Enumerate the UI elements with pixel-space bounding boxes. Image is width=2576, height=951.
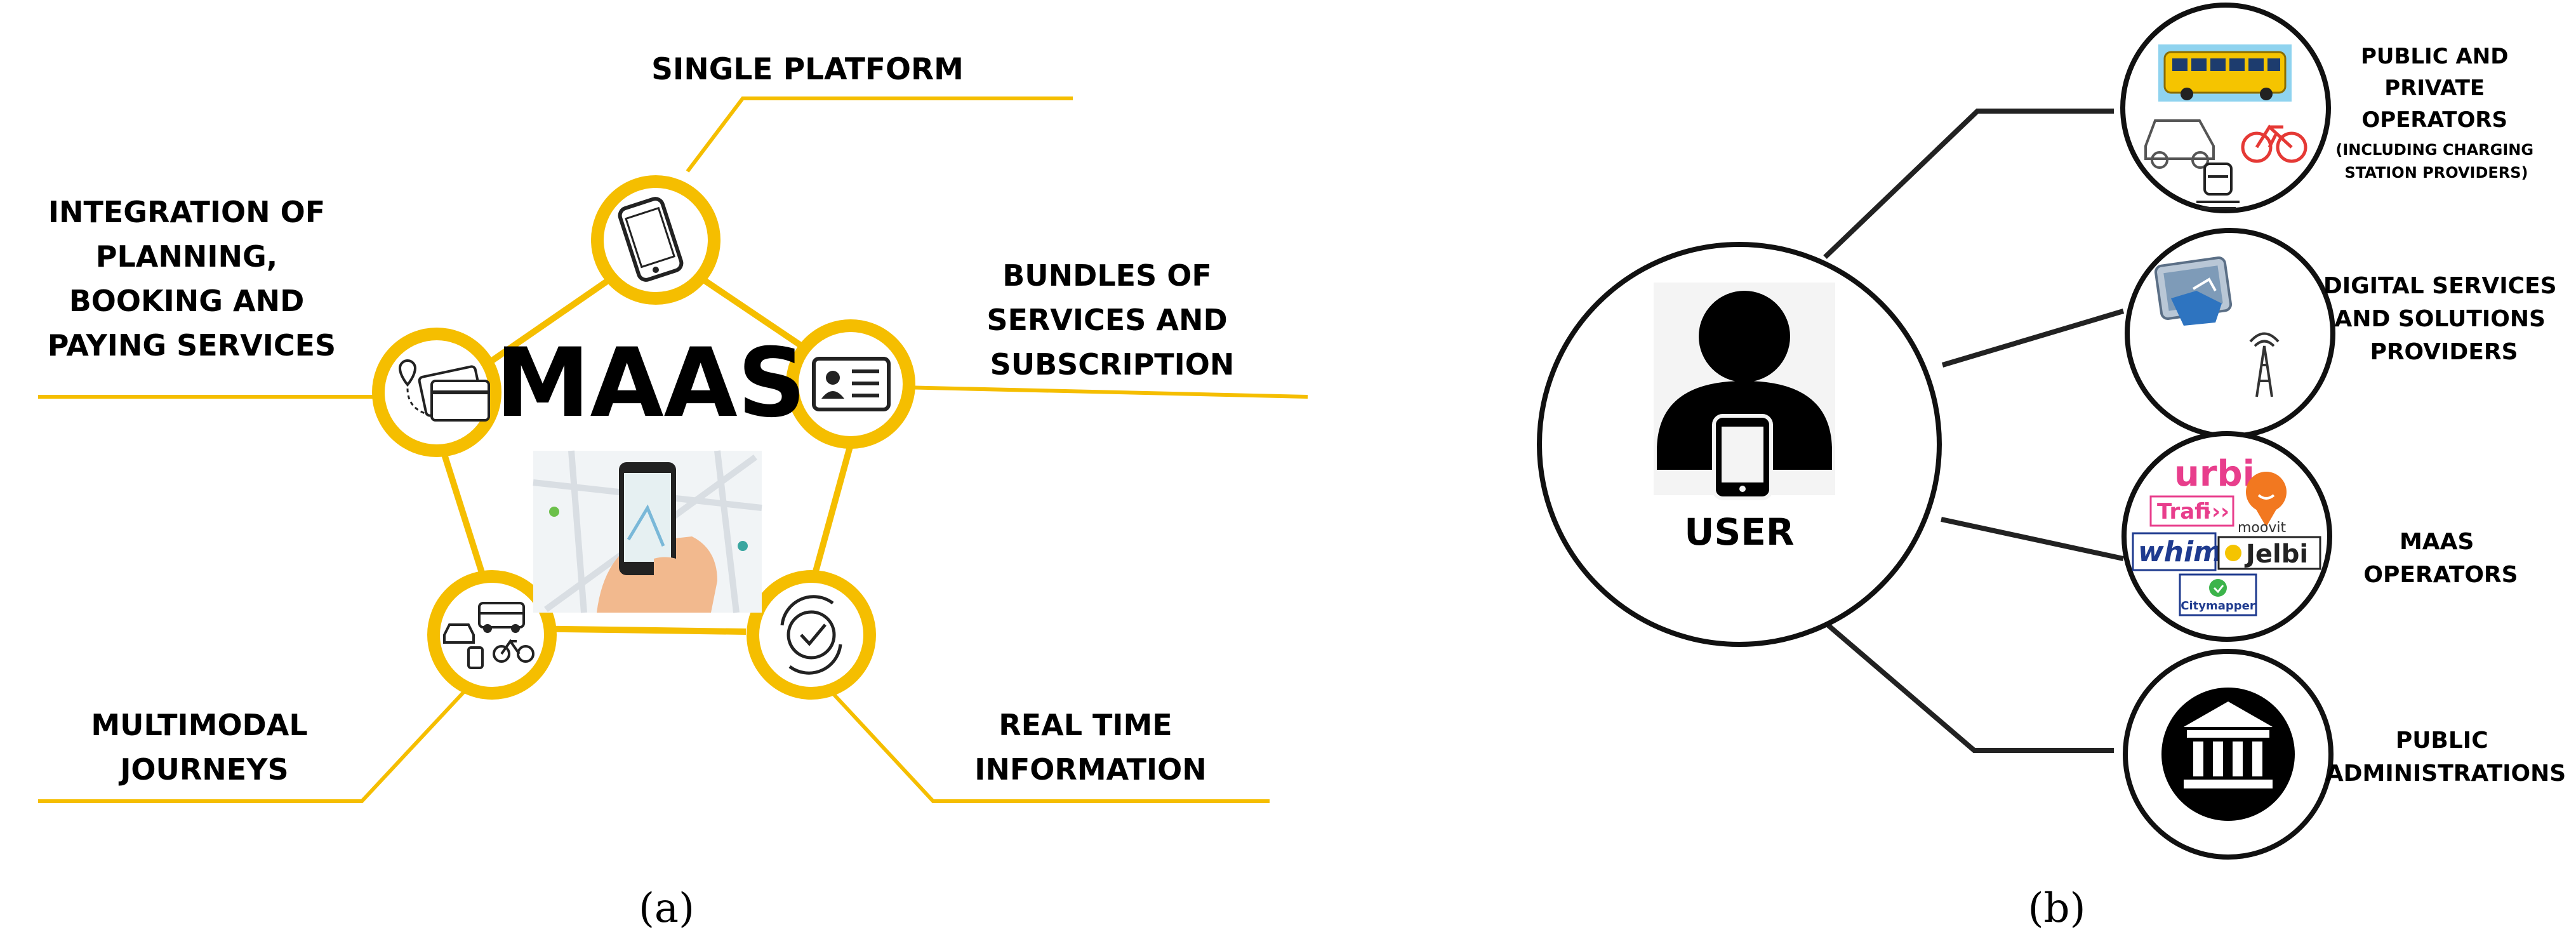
logo-jelbi: Jelbi [2244, 540, 2308, 569]
government-building-icon [2161, 688, 2295, 821]
label-integration: INTEGRATION OF PLANNING, BOOKING AND PAY… [48, 195, 336, 362]
label-maas: MAAS OPERATORS [2363, 529, 2518, 588]
node-maas: urbi Trafi ››› moovit whim Jelbi Citymap… [2121, 431, 2518, 642]
panel-b-connectors [1823, 109, 2125, 753]
payment-card-icon [398, 359, 490, 422]
leader-realtime [830, 690, 1270, 803]
connector-maas [1941, 517, 2124, 561]
edge-right [813, 443, 854, 573]
node-phone [591, 175, 720, 305]
smartphone-icon [618, 197, 684, 282]
user-icon [1657, 291, 1832, 500]
clock-refresh-icon [780, 595, 842, 675]
leader-bundles [901, 385, 1308, 399]
digital-service-icon [2154, 256, 2233, 326]
leader-single-platform [686, 96, 1073, 173]
node-public: PUBLIC ADMINISTRATIONS [2123, 649, 2566, 860]
label-digital: DIGITAL SERVICES AND SOLUTIONS PROVIDERS [2323, 273, 2565, 365]
label-operators: PUBLIC AND PRIVATE OPERATORS (INCLUDING … [2335, 44, 2537, 182]
connector-operators [1823, 109, 2114, 259]
node-multimodal [427, 570, 557, 700]
label-public: PUBLIC ADMINISTRATIONS [2326, 728, 2566, 787]
label-single-platform: SINGLE PLATFORM [651, 52, 964, 87]
logo-moovit: moovit [2238, 520, 2286, 536]
leader-multimodal [38, 684, 472, 803]
transport-modes-icon [443, 602, 534, 669]
connector-public [1826, 623, 2114, 753]
train-icon [2196, 163, 2240, 209]
caption-a: (a) [639, 885, 694, 932]
map-phone-illustration [533, 450, 762, 613]
connector-digital [1941, 309, 2125, 368]
car-icon [2144, 119, 2215, 169]
bus-icon [2158, 44, 2292, 102]
user-node: USER [1537, 242, 1942, 647]
label-multimodal: MULTIMODAL JOURNEYS [91, 708, 317, 787]
edge-left [438, 443, 486, 576]
label-realtime: REAL TIME INFORMATION [974, 708, 1206, 787]
bicycle-icon [2241, 124, 2307, 163]
logo-urbi: urbi [2174, 453, 2255, 495]
panel-b: USER [1537, 3, 2566, 932]
node-digital: DIGITAL SERVICES AND SOLUTIONS PROVIDERS [2125, 228, 2565, 439]
logo-citymapper: Citymapper [2181, 599, 2255, 613]
maas-center-title: MAAS [495, 328, 806, 439]
logo-trafi-arrows: ››› [2203, 499, 2229, 524]
maas-operator-logos: urbi Trafi ››› moovit whim Jelbi Citymap… [2132, 453, 2321, 616]
label-bundles: BUNDLES OF SERVICES AND SUBSCRIPTION [986, 258, 1237, 382]
caption-b: (b) [2028, 885, 2086, 932]
logo-whim: whim [2138, 536, 2222, 568]
panel-a: MAAS SINGLE PLATFORM INTEGRATION OF PL [38, 52, 1308, 932]
panel-a-leader-lines [38, 96, 1308, 803]
logo-trafi: Trafi [2157, 499, 2210, 524]
node-bundles [786, 319, 915, 449]
id-card-icon [812, 357, 891, 411]
node-operators: PUBLIC AND PRIVATE OPERATORS (INCLUDING … [2120, 3, 2537, 213]
antenna-icon [2249, 332, 2280, 397]
node-realtime [747, 570, 876, 700]
user-label: USER [1684, 510, 1794, 554]
moovit-logo-pin [2246, 472, 2287, 512]
node-integration [372, 328, 501, 457]
